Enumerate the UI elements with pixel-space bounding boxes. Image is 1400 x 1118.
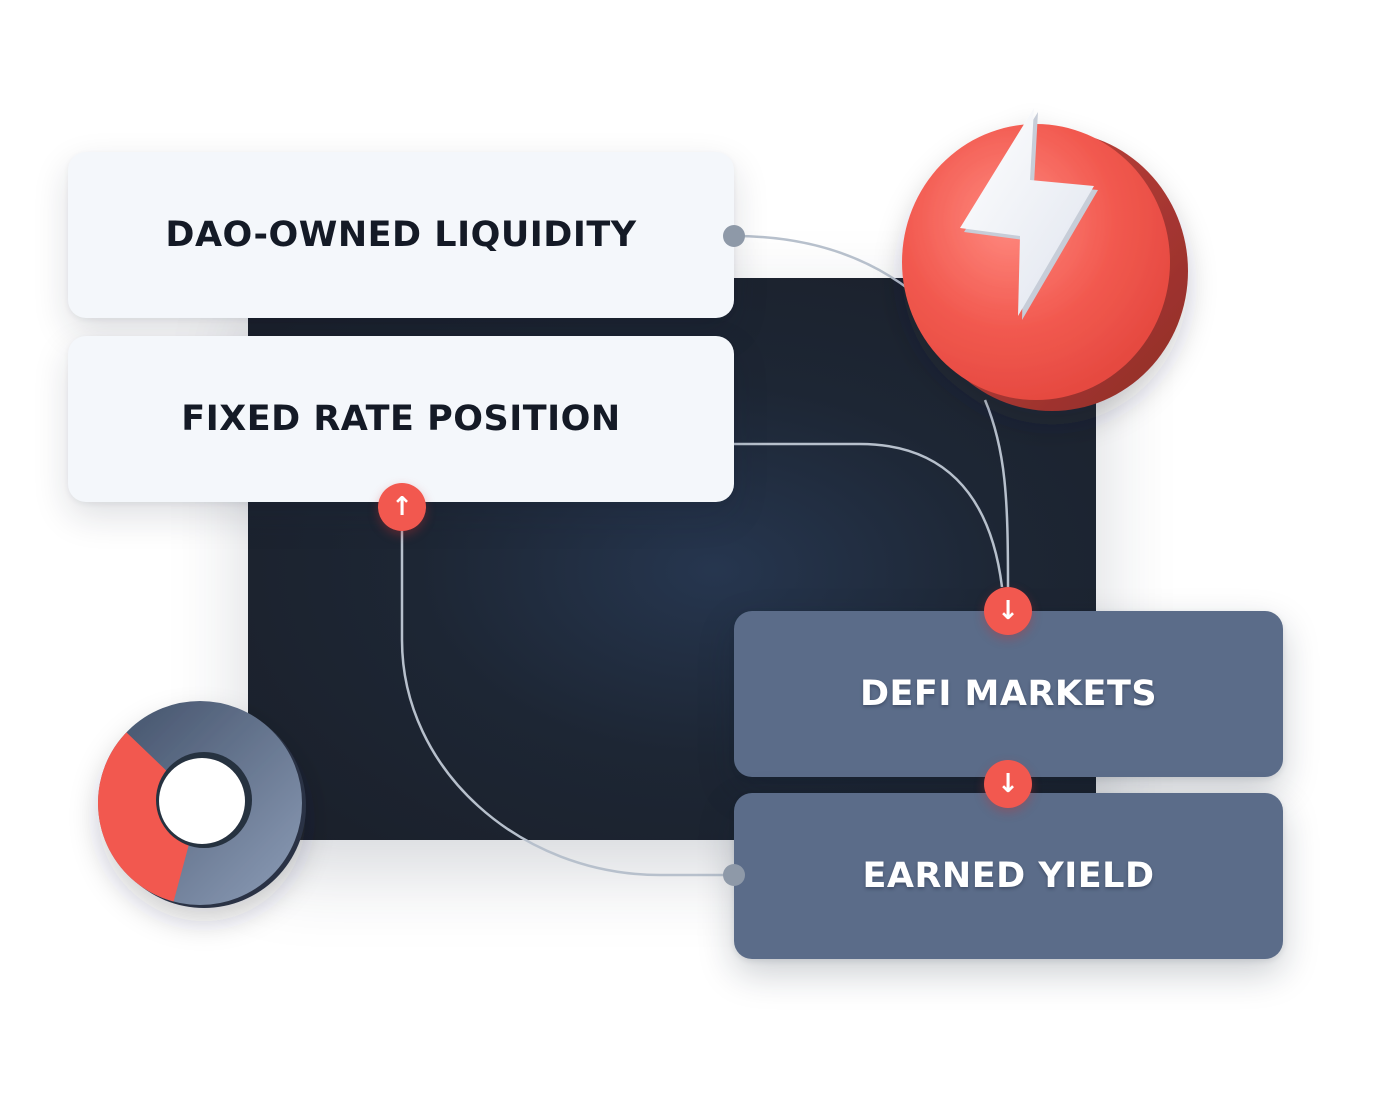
card-label-dao-owned-liquidity: DAO-OWNED LIQUIDITY (165, 215, 637, 255)
arrow-up-icon: ↑ (378, 483, 426, 531)
card-fixed-rate-position: FIXED RATE POSITION (68, 336, 734, 502)
card-label-fixed-rate-position: FIXED RATE POSITION (181, 399, 621, 439)
connector-dot-yield (723, 864, 745, 886)
card-defi-markets: DEFI MARKETS (734, 611, 1283, 777)
card-label-earned-yield: EARNED YIELD (862, 856, 1155, 896)
connector-dot-dao (723, 225, 745, 247)
arrow-down-icon: ↓ (984, 760, 1032, 808)
card-dao-owned-liquidity: DAO-OWNED LIQUIDITY (68, 152, 734, 318)
arrow-down-icon: ↓ (984, 587, 1032, 635)
card-earned-yield: EARNED YIELD (734, 793, 1283, 959)
card-label-defi-markets: DEFI MARKETS (859, 674, 1158, 714)
